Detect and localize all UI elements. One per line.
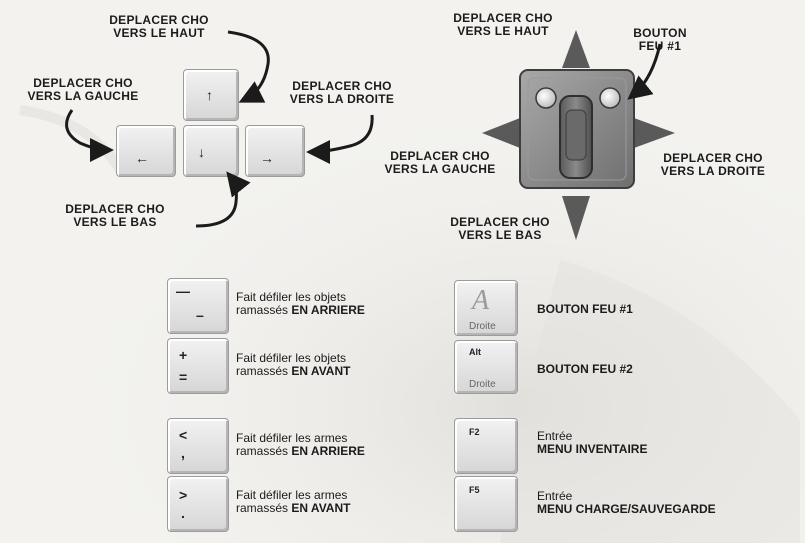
minus-key-description: Fait défiler les objets ramassés EN ARRI… <box>236 290 365 317</box>
f5-key[interactable]: F5 <box>454 476 518 532</box>
greater-than-key[interactable]: > . <box>167 476 229 532</box>
f2-key-description: Entrée MENU INVENTAIRE <box>537 429 648 456</box>
right-pointer-arrow <box>306 114 374 164</box>
left-pointer-arrow <box>65 109 114 162</box>
left-arrow-icon: ← <box>135 150 149 166</box>
right-alt-key[interactable]: Alt Droite <box>454 340 518 394</box>
less-than-key-description: Fait défiler les armes ramassés EN ARRIE… <box>236 431 365 458</box>
less-than-key[interactable]: < , <box>167 418 229 474</box>
joystick-left-label: DEPLACER CHO VERS LA GAUCHE <box>384 149 496 176</box>
right-a-key[interactable]: A Droite <box>454 280 518 336</box>
minus-key-top-char: — <box>176 283 190 299</box>
a-key-sub: Droite <box>469 321 496 332</box>
down-arrow-icon: ↓ <box>198 144 205 160</box>
joystick-right-arrow <box>634 118 675 148</box>
f5-key-description: Entrée MENU CHARGE/SAUVEGARDE <box>537 489 716 516</box>
joystick-up-arrow <box>562 30 590 68</box>
joystick-right-label: DEPLACER CHO VERS LA DROITE <box>660 151 766 178</box>
plus-key[interactable]: + = <box>167 338 229 394</box>
fire-button-2-text: BOUTON FEU #2 <box>537 362 633 376</box>
less-than-key-top-char: < <box>179 427 188 443</box>
fire-pointer-arrow <box>627 43 662 100</box>
f2-key[interactable]: F2 <box>454 418 518 474</box>
joystick-down-arrow <box>562 196 590 240</box>
alt-key-sub: Droite <box>469 379 496 390</box>
f2-key-cap: F2 <box>469 427 480 437</box>
joystick-down-label: DEPLACER CHO VERS LE BAS <box>450 215 550 242</box>
up-arrow-icon: ↑ <box>206 87 213 103</box>
minus-key[interactable]: — – <box>167 278 229 334</box>
up-arrow-key[interactable]: ↑ <box>183 69 239 121</box>
a-key-cap: A <box>472 285 490 316</box>
arrow-right-label: DEPLACER CHO VERS LA DROITE <box>289 79 395 106</box>
plus-key-bottom-char: = <box>179 369 188 385</box>
f5-key-cap: F5 <box>469 485 480 495</box>
joystick-fire-button <box>599 87 621 109</box>
arrow-left-label: DEPLACER CHO VERS LA GAUCHE <box>27 76 139 103</box>
less-than-key-bottom-char: , <box>181 445 185 461</box>
down-pointer-arrow <box>195 171 251 228</box>
joystick-fire-label: BOUTON FEU #1 <box>633 26 687 53</box>
greater-than-key-top-char: > <box>179 487 188 503</box>
right-arrow-icon: → <box>260 150 274 166</box>
joystick-left-button <box>535 87 557 109</box>
joystick-left-arrow <box>482 118 520 148</box>
arrow-down-label: DEPLACER CHO VERS LE BAS <box>65 202 165 229</box>
joystick-up-label: DEPLACER CHO VERS LE HAUT <box>453 11 553 38</box>
greater-than-key-bottom-char: . <box>181 505 185 521</box>
arrow-up-label: DEPLACER CHO VERS LE HAUT <box>109 13 209 40</box>
alt-key-cap: Alt <box>469 347 481 357</box>
left-arrow-key[interactable]: ← <box>116 125 176 177</box>
up-pointer-arrow <box>227 30 270 103</box>
plus-key-description: Fait défiler les objets ramassés EN AVAN… <box>236 351 351 378</box>
fire-button-1-text: BOUTON FEU #1 <box>537 302 633 316</box>
down-arrow-key[interactable]: ↓ <box>183 125 239 177</box>
minus-key-bottom-char: – <box>196 307 204 323</box>
greater-than-key-description: Fait défiler les armes ramassés EN AVANT <box>236 488 351 515</box>
right-arrow-key[interactable]: → <box>245 125 305 177</box>
plus-key-top-char: + <box>179 347 188 363</box>
